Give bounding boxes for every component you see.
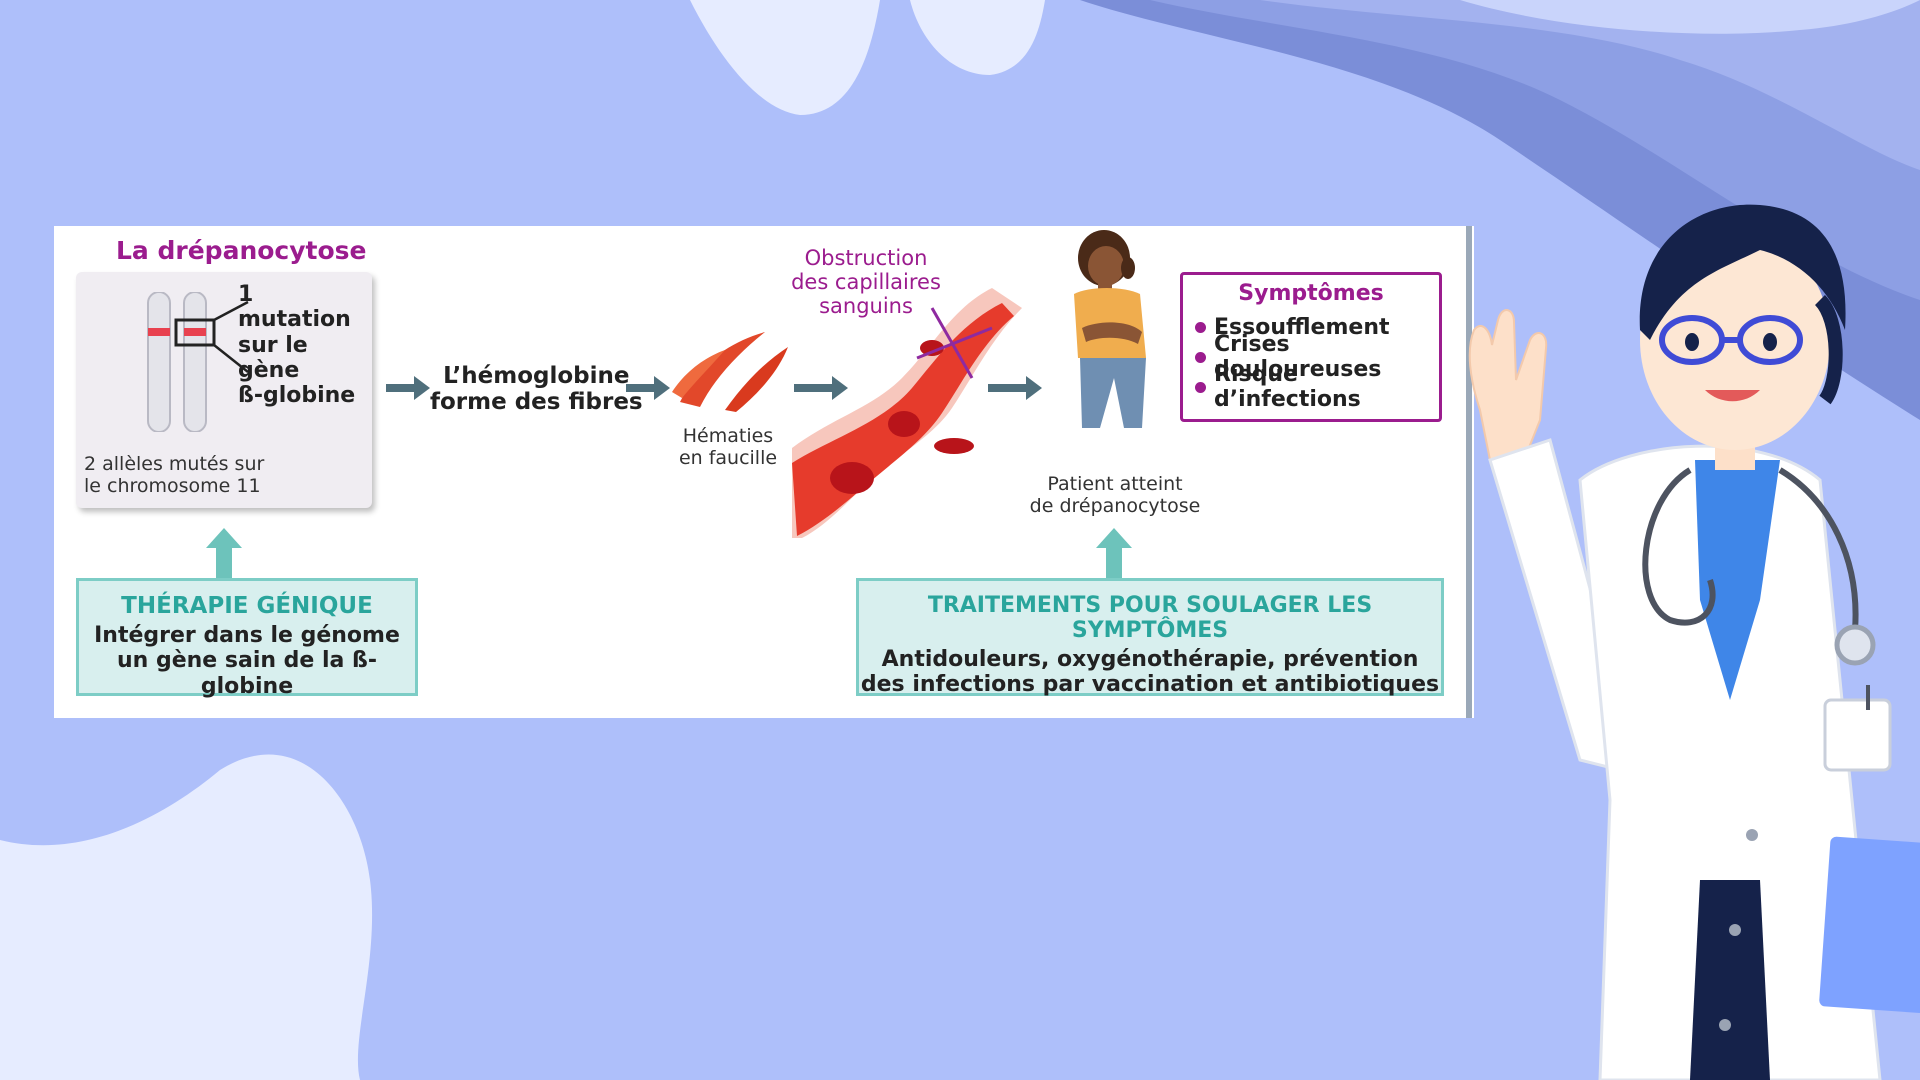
- symptom-item-label: Crises douloureuses: [1214, 332, 1382, 382]
- treatments-text: Antidouleurs, oxygénothérapie, préventio…: [859, 647, 1441, 698]
- diagram-panel: La drépanocytose 1 mutation sur le gène …: [54, 226, 1474, 718]
- alleles-label: 2 allèles mutés sur le chromosome 11: [84, 453, 265, 498]
- gene-therapy-box: THÉRAPIE GÉNIQUE Intégrer dans le génome…: [76, 578, 418, 699]
- blood-vessel-icon: [792, 288, 1022, 538]
- obstruction-label-line: Obstruction: [804, 246, 928, 270]
- obstruction-label: Obstruction des capillaires sanguins: [782, 246, 950, 318]
- treatments-title: TRAITEMENTS POUR SOULAGER LES SYMPTÔMES: [927, 593, 1373, 643]
- gene-therapy-text: Intégrer dans le génome un gène sain de …: [79, 623, 415, 699]
- mutation-label: 1 mutation sur le gène ß-globine: [238, 282, 372, 408]
- doctor-icon: [1468, 204, 1920, 1080]
- arrow-icon: [988, 376, 1042, 400]
- alleles-label-line: 2 allèles mutés sur: [84, 453, 265, 475]
- gene-therapy-line: un gène sain de la ß-globine: [116, 648, 378, 699]
- up-arrow-icon: [1096, 528, 1132, 580]
- symptom-item: Risque d’infections: [1183, 362, 1439, 412]
- symptom-item: Essoufflement: [1183, 312, 1439, 342]
- gene-card: 1 mutation sur le gène ß-globine 2 allèl…: [76, 272, 372, 508]
- symptom-item: Crises douloureuses: [1183, 332, 1439, 382]
- arrow-icon: [794, 376, 848, 400]
- obstruction-label-line: des capillaires: [791, 270, 941, 295]
- sickle-cells-label-line: en faucille: [678, 446, 778, 469]
- arrow-icon: [626, 376, 670, 400]
- symptoms-box: Symptômes Essoufflement Crises douloureu…: [1180, 272, 1442, 422]
- bullet-icon: [1195, 351, 1206, 363]
- bullet-icon: [1195, 381, 1206, 393]
- gene-therapy-line: Intégrer dans le génome: [94, 623, 400, 648]
- arrow-icon: [386, 376, 430, 400]
- patient-label-line: Patient atteint: [1047, 473, 1183, 495]
- symptoms-title: Symptômes: [1238, 281, 1384, 306]
- patient-label: Patient atteint de drépanocytose: [1020, 473, 1210, 518]
- panel-edge: [1466, 226, 1472, 718]
- gene-therapy-title: THÉRAPIE GÉNIQUE: [121, 593, 373, 619]
- symptom-item-label: Essoufflement: [1214, 314, 1390, 340]
- treatments-box: TRAITEMENTS POUR SOULAGER LES SYMPTÔMES …: [856, 578, 1444, 698]
- treatments-line: Antidouleurs, oxygénothérapie, préventio…: [881, 647, 1419, 672]
- alleles-label-line: le chromosome 11: [84, 474, 261, 497]
- patient-label-line: de drépanocytose: [1029, 494, 1201, 517]
- mutation-label-line: sur le gène: [238, 332, 308, 383]
- treatments-line: des infections par vaccination et antibi…: [860, 672, 1440, 698]
- up-arrow-icon: [206, 528, 242, 580]
- diagram-title: La drépanocytose: [116, 236, 367, 265]
- mutation-label-line: 1 mutation: [238, 282, 351, 333]
- sickle-cells-label: Hématies en faucille: [668, 425, 788, 470]
- bullet-icon: [1195, 321, 1206, 333]
- symptom-item-label: Risque d’infections: [1214, 362, 1361, 412]
- hemoglobin-label: L’hémoglobine forme des fibres: [430, 363, 643, 416]
- mutation-label-line: ß-globine: [238, 383, 356, 409]
- sickle-cell-icon: [672, 332, 788, 412]
- chromosome-icon: [147, 292, 249, 432]
- patient-icon: [1074, 230, 1146, 428]
- hemoglobin-label-line: forme des fibres: [430, 389, 643, 416]
- obstruction-label-line: sanguins: [819, 294, 913, 319]
- hemoglobin-label-line: L’hémoglobine: [443, 363, 630, 389]
- sickle-cells-label-line: Hématies: [682, 425, 774, 447]
